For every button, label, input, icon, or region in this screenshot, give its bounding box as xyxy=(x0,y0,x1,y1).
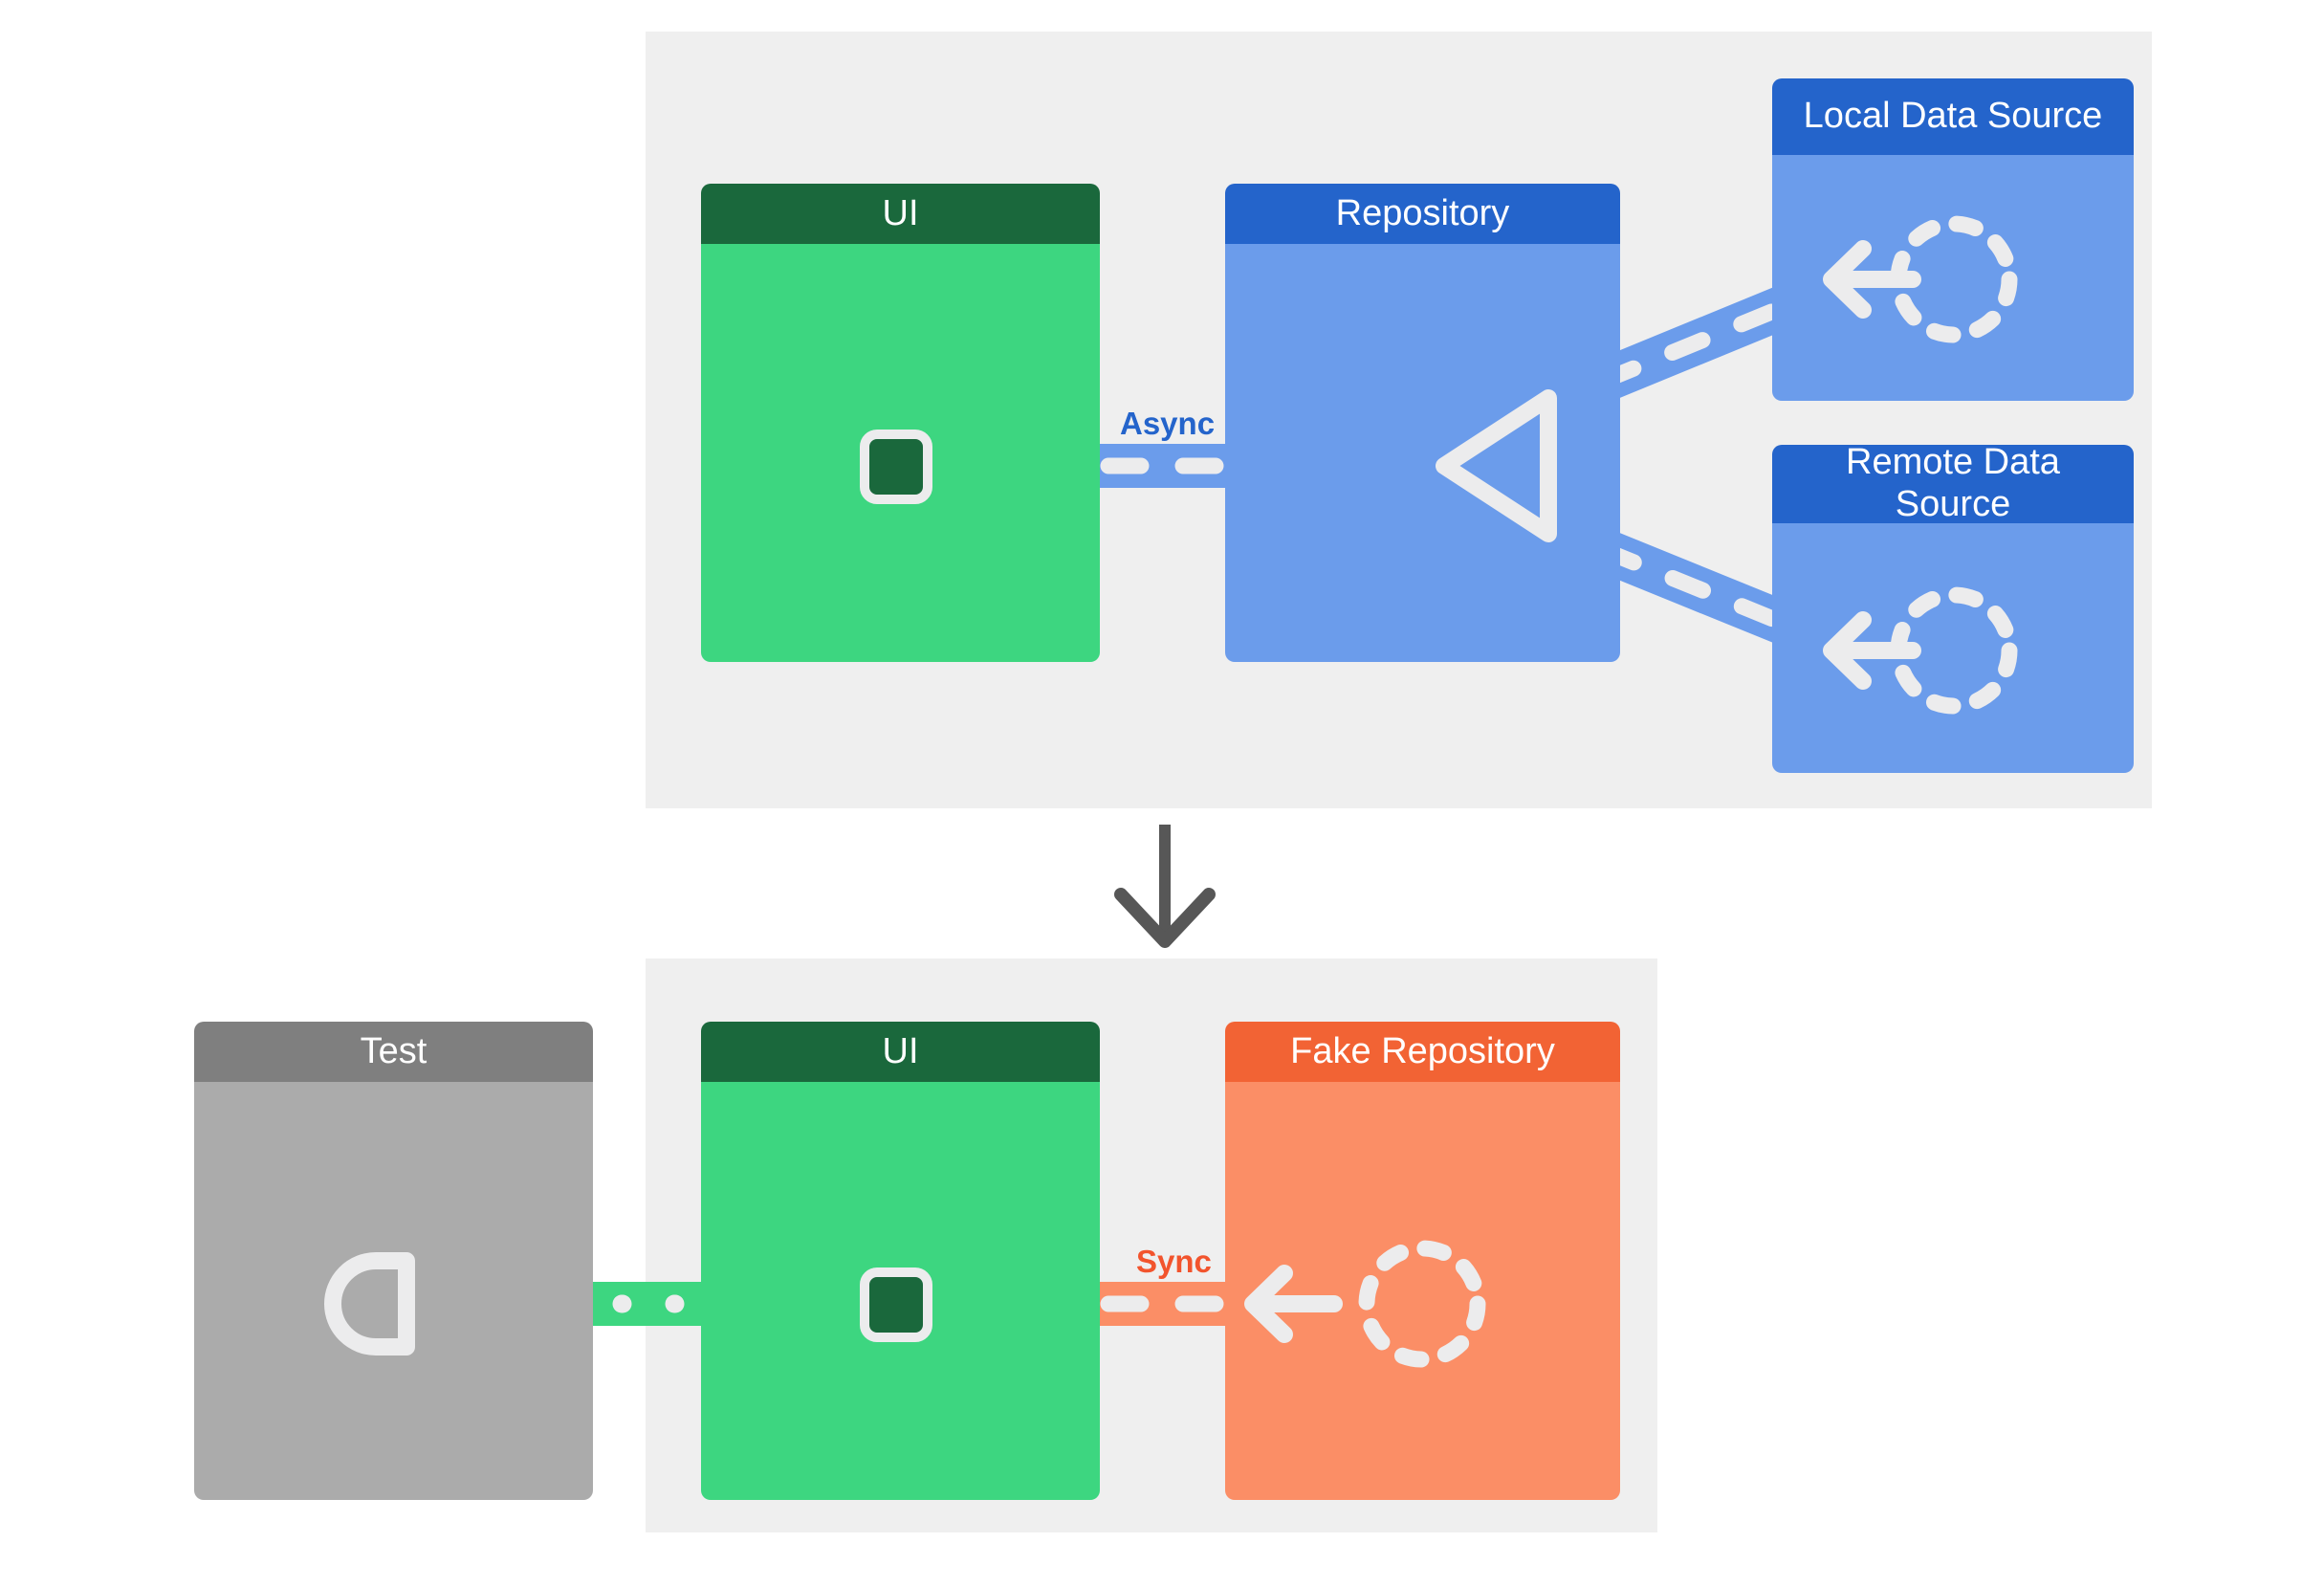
node-repository-title: Repository xyxy=(1225,184,1620,244)
node-ui-production-title: UI xyxy=(701,184,1100,244)
node-remote-data-source-title-line1: Remote Data xyxy=(1846,445,2060,483)
node-repository[interactable]: Repository xyxy=(1225,184,1620,662)
node-remote-data-source-body xyxy=(1772,523,2134,773)
node-ui-test-title: UI xyxy=(701,1022,1100,1082)
node-remote-data-source[interactable]: Remote Data Source xyxy=(1772,445,2134,773)
down-arrow-icon xyxy=(1114,825,1216,948)
node-remote-data-source-title: Remote Data Source xyxy=(1772,445,2134,524)
rounded-square-port-icon-ui-production xyxy=(860,430,932,504)
edge-label-sync: Sync xyxy=(1129,1242,1219,1282)
rounded-square-port-icon-ui-test xyxy=(860,1267,932,1342)
node-remote-data-source-title-line2: Source xyxy=(1895,484,2011,524)
node-fake-repository[interactable]: Fake Repository xyxy=(1225,1022,1620,1500)
node-test-body xyxy=(194,1082,593,1500)
node-fake-repository-title: Fake Repository xyxy=(1225,1022,1620,1082)
node-test-title: Test xyxy=(194,1022,593,1082)
edge-label-async: Async xyxy=(1112,404,1223,444)
node-local-data-source-body xyxy=(1772,155,2134,401)
node-ui-production[interactable]: UI xyxy=(701,184,1100,662)
node-local-data-source[interactable]: Local Data Source xyxy=(1772,78,2134,401)
node-fake-repository-body xyxy=(1225,1082,1620,1500)
node-ui-test[interactable]: UI xyxy=(701,1022,1100,1500)
node-local-data-source-title: Local Data Source xyxy=(1772,78,2134,155)
node-test[interactable]: Test xyxy=(194,1022,593,1500)
node-repository-body xyxy=(1225,244,1620,662)
